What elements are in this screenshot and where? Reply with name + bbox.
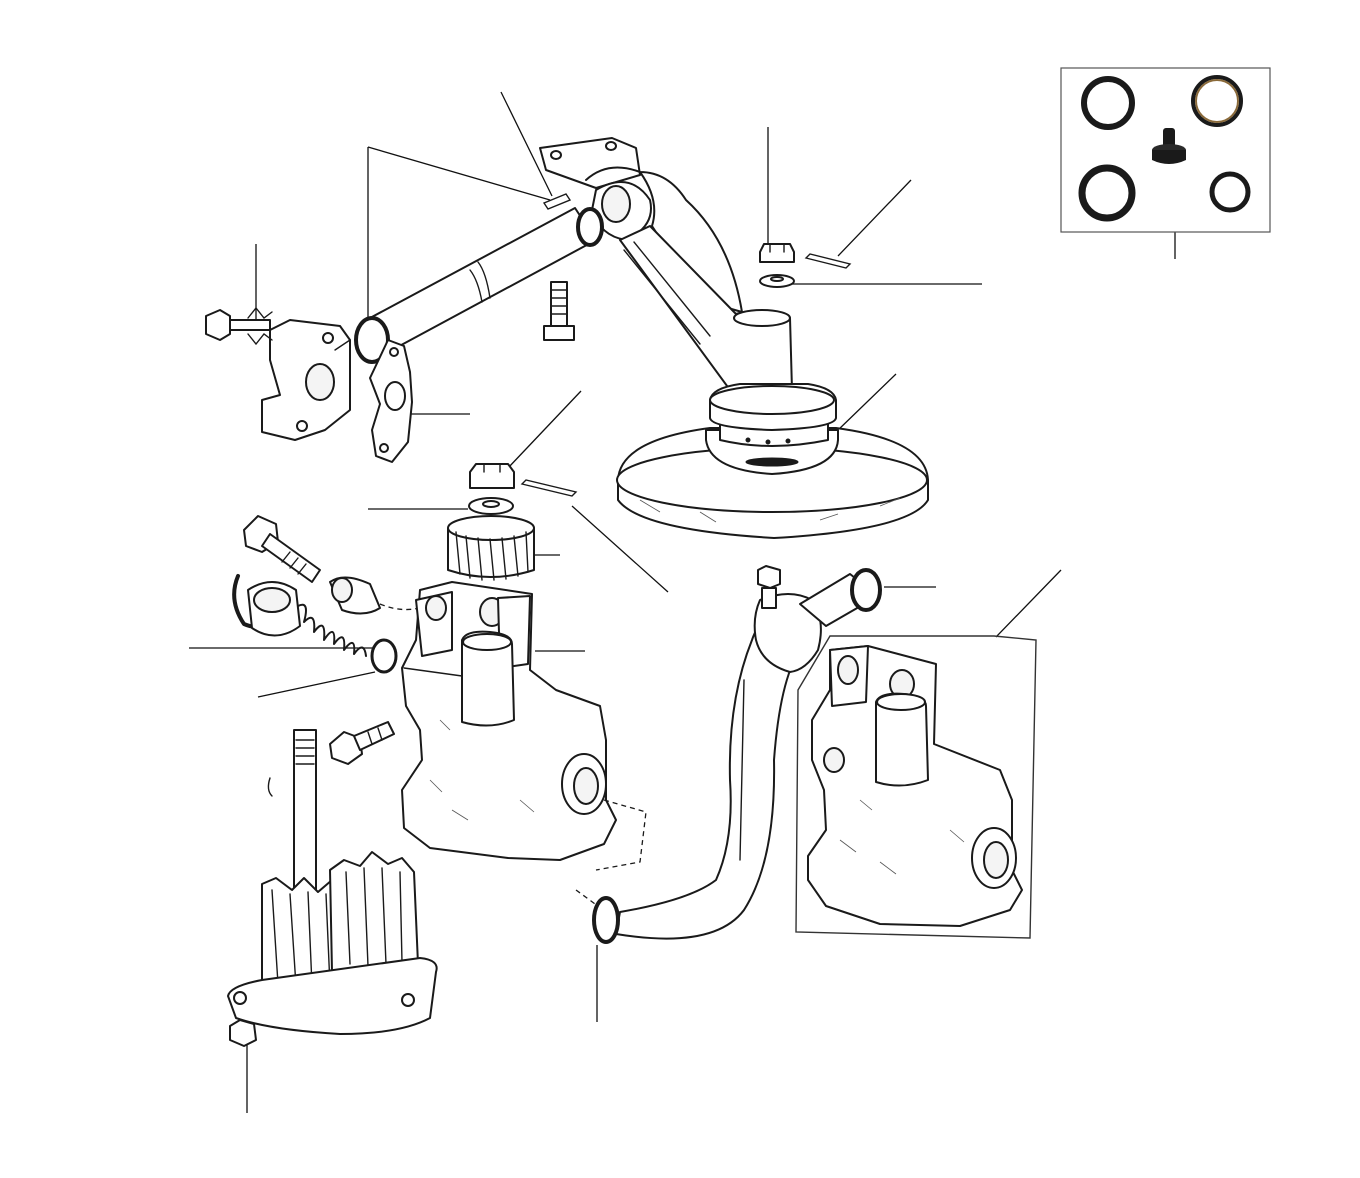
pipe-o-rings bbox=[354, 193, 604, 364]
leader-lines bbox=[189, 91, 1176, 1113]
split-pin-icon bbox=[542, 193, 572, 210]
pump-bolt bbox=[329, 721, 395, 765]
castle-nut-top bbox=[759, 243, 852, 288]
drive-gear bbox=[447, 515, 535, 581]
flange-block bbox=[205, 306, 351, 441]
nut-icon bbox=[469, 463, 515, 489]
oil-strainer bbox=[616, 383, 929, 539]
o-ring-icon bbox=[1081, 76, 1135, 130]
plug-icon bbox=[1152, 128, 1186, 164]
stud-bolt bbox=[543, 281, 575, 341]
gasket bbox=[369, 339, 413, 463]
o-ring-icon bbox=[1191, 75, 1243, 127]
seal-kit bbox=[1060, 67, 1271, 233]
oil-pump-body-alt bbox=[795, 635, 1037, 939]
rotor-icon bbox=[329, 851, 419, 973]
split-pin-icon bbox=[520, 479, 578, 497]
relief-valve bbox=[232, 515, 427, 674]
oil-pump-body bbox=[401, 581, 647, 913]
pump-rotors bbox=[227, 729, 438, 1047]
o-ring-icon bbox=[1078, 164, 1136, 222]
split-pin-icon bbox=[804, 253, 852, 269]
delivery-pipe bbox=[592, 565, 882, 944]
nut-icon bbox=[759, 243, 795, 263]
oil-pickup-pipe bbox=[369, 137, 793, 391]
o-ring-icon bbox=[1209, 171, 1251, 213]
o-ring-icon bbox=[576, 207, 604, 247]
castle-nut-middle bbox=[468, 463, 578, 515]
